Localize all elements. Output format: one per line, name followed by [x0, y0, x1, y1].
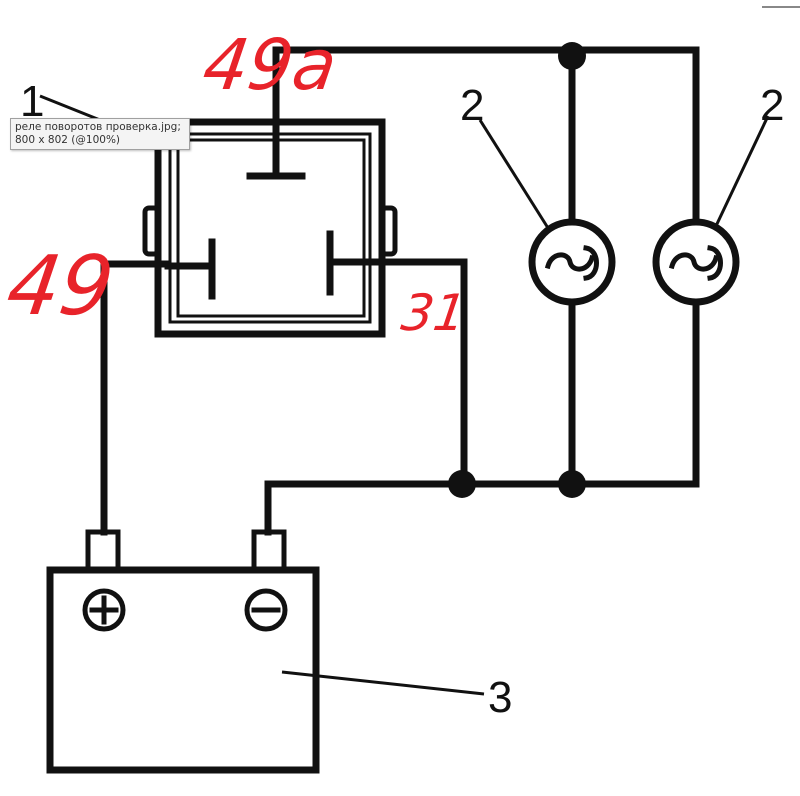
tooltip-filename: реле поворотов проверка.jpg;: [15, 121, 181, 133]
battery: [46, 529, 320, 774]
lamp-right-label: 2: [760, 81, 785, 130]
junction-top: [558, 42, 586, 70]
battery-plus-symbol: [82, 588, 126, 632]
lamp-left-label: 2: [460, 81, 485, 130]
terminal-49a-label: 49a: [198, 24, 342, 106]
lamp-left: [528, 218, 616, 306]
tooltip-dimensions: 800 x 802 (@100%): [15, 134, 121, 146]
battery-minus-symbol: [244, 588, 288, 632]
lamp-right: [652, 218, 740, 306]
relay-contacts: [164, 120, 376, 300]
battery-label: 3: [488, 673, 513, 722]
relay-housing: [142, 118, 398, 338]
leader-lines: [39, 94, 770, 696]
terminal-31-label: 31: [397, 284, 470, 342]
junction-dots: [448, 42, 586, 498]
junction-bottom-left: [448, 470, 476, 498]
junction-bottom-right: [558, 470, 586, 498]
terminal-49-label: 49: [1, 239, 120, 334]
relay-label: 1: [20, 77, 45, 126]
wires: [100, 46, 700, 536]
window-corner-edge: [762, 0, 800, 8]
image-info-tooltip: реле поворотов проверка.jpg; 800 x 802 (…: [10, 118, 190, 150]
